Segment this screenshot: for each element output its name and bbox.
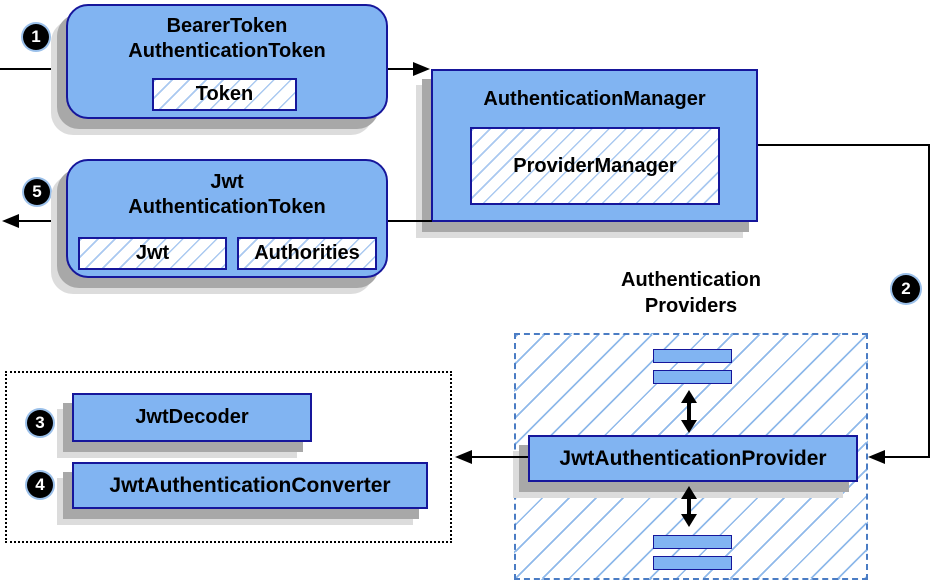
jwt-inner-box: Jwt [78, 237, 227, 270]
double-arrow-shaft [687, 497, 691, 517]
double-arrow-up-icon [681, 390, 697, 403]
double-arrow-down-icon [681, 420, 697, 433]
jwt-authentication-provider-box: JwtAuthenticationProvider [528, 435, 858, 482]
double-arrow-up-icon [681, 486, 697, 499]
provider-stack-bar [653, 349, 732, 363]
step-2-line-bottom [884, 456, 930, 458]
provider-stack-bar [653, 556, 732, 570]
jwt-decoder-label: JwtDecoder [135, 406, 249, 428]
jwt-token-title-line2: AuthenticationToken [128, 196, 326, 218]
step-5-arrowhead-icon [2, 214, 19, 228]
bearer-box-title-line1: BearerToken [166, 15, 288, 37]
jwt-authentication-converter-label: JwtAuthenticationConverter [109, 473, 391, 497]
provider-to-decoder-line [471, 456, 528, 458]
authorities-inner-box: Authorities [237, 237, 377, 270]
provider-to-decoder-arrowhead-icon [455, 450, 472, 464]
step-1-arrowhead-icon [413, 62, 430, 76]
jwt-token-title-line1: Jwt [210, 171, 244, 193]
jwt-label: Jwt [135, 242, 170, 264]
jwt-authentication-converter-box: JwtAuthenticationConverter [72, 462, 428, 509]
bearer-box-title-line2: AuthenticationToken [128, 40, 326, 62]
step-2-arrowhead-icon [868, 450, 885, 464]
step-1-arrow-line [388, 68, 415, 70]
manager-to-jwt-token-line [388, 220, 432, 222]
step-2-line-top [758, 144, 930, 146]
providers-label-line2: Providers [644, 295, 738, 317]
token-inner-box: Token [152, 78, 297, 111]
incoming-request-line [0, 68, 67, 70]
provider-manager-label: ProviderManager [513, 154, 677, 177]
providers-group-label: Authentication Providers [514, 267, 868, 319]
providers-label-line1: Authentication [621, 269, 761, 291]
double-arrow-shaft [687, 401, 691, 422]
authentication-manager-title: AuthenticationManager [483, 88, 706, 110]
provider-manager-inner-box: ProviderManager [470, 127, 720, 205]
step-5-marker: 5 [24, 179, 50, 205]
step-1-marker: 1 [23, 24, 49, 50]
step-2-marker: 2 [892, 275, 920, 303]
token-label: Token [195, 83, 254, 105]
provider-stack-bar [653, 535, 732, 549]
step-5-out-line [16, 220, 66, 222]
double-arrow-down-icon [681, 514, 697, 527]
step-2-line-vertical [928, 144, 930, 458]
step-3-marker: 3 [27, 410, 53, 436]
jwt-decoder-box: JwtDecoder [72, 393, 312, 442]
authorities-label: Authorities [254, 242, 360, 264]
provider-stack-bar [653, 370, 732, 384]
step-4-marker: 4 [27, 472, 53, 498]
jwt-authentication-provider-label: JwtAuthenticationProvider [559, 446, 827, 470]
